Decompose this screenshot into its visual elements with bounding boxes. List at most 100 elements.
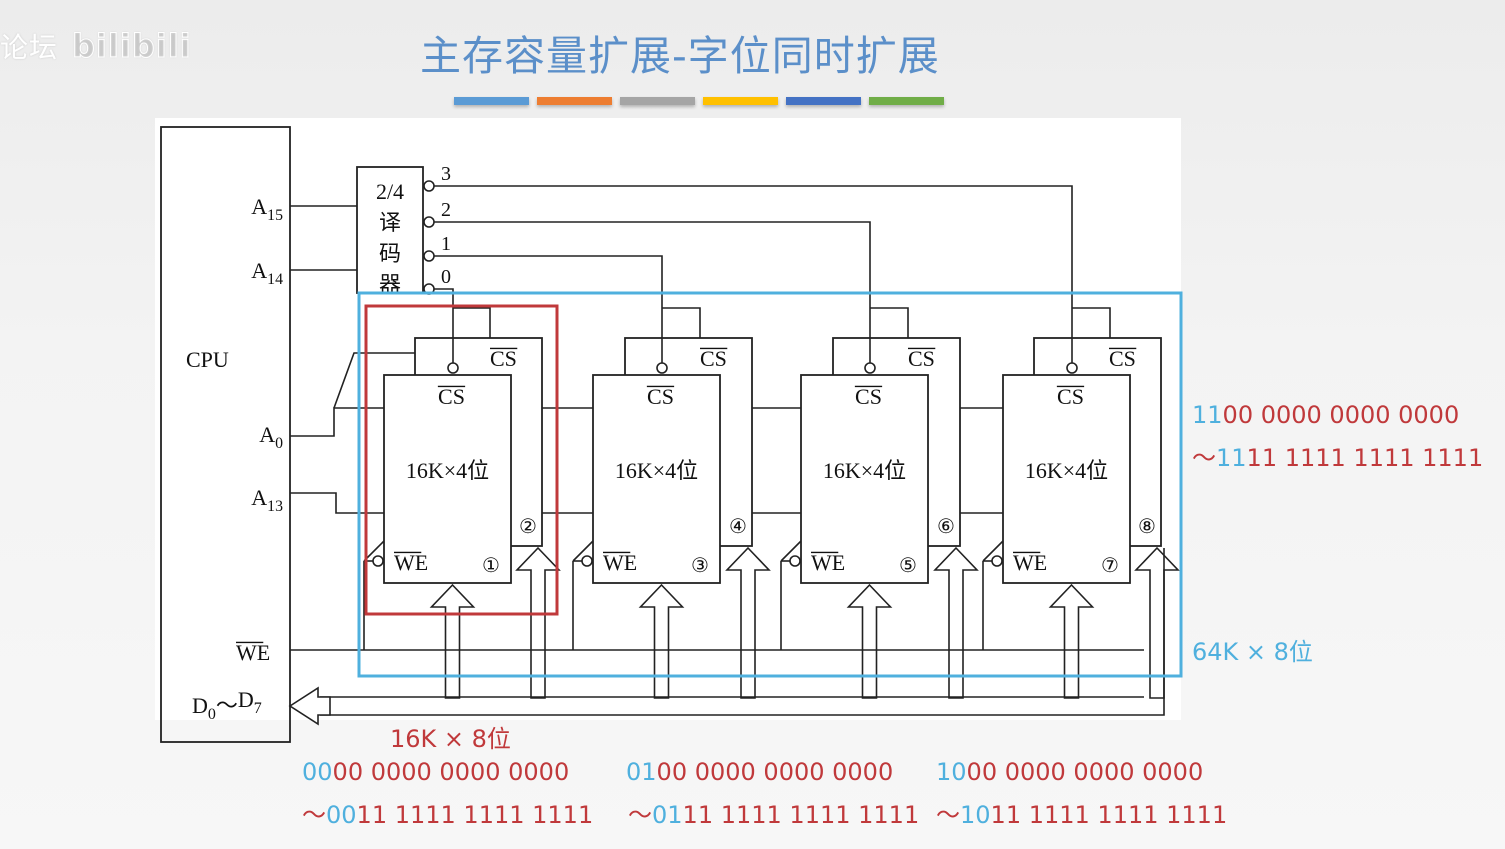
chip-number: ① bbox=[482, 555, 500, 577]
we-bubble-icon bbox=[581, 555, 593, 567]
decoder-output-label: 0 bbox=[441, 266, 451, 288]
decoder-output-label: 3 bbox=[441, 163, 451, 185]
pin-name: D bbox=[238, 687, 254, 712]
range-hi-bits: 11 bbox=[1216, 444, 1247, 472]
pin-subscript: 0 bbox=[208, 706, 216, 723]
range-lo-bits: 00 0000 0000 0000 bbox=[966, 758, 1204, 786]
highlight-box-64k bbox=[357, 291, 1183, 678]
range-lo-bits: 11 1111 1111 1111 bbox=[990, 801, 1228, 829]
decoder-box bbox=[356, 166, 424, 294]
chip-cs-label: CS bbox=[908, 346, 935, 371]
pin-a13: A13 bbox=[251, 485, 283, 515]
accent-bar bbox=[620, 97, 695, 105]
cpu-box bbox=[160, 126, 291, 743]
decoder-label: 译 bbox=[379, 210, 401, 235]
wire-we-back bbox=[572, 540, 594, 562]
data-bus-arrow-icon bbox=[429, 583, 476, 699]
wire-a0 bbox=[290, 407, 384, 437]
group-capacity-label: 16K × 8位 bbox=[390, 725, 511, 753]
range-lo-bits: 00 0000 0000 0000 bbox=[656, 758, 894, 786]
pin-subscript: 14 bbox=[267, 271, 283, 288]
page-title: 主存容量扩展-字位同时扩展 bbox=[420, 32, 940, 80]
range-3-start: 1100 0000 0000 0000 bbox=[1192, 401, 1459, 429]
chip-cs-label: CS bbox=[647, 384, 674, 409]
range-lo-bits: 11 1111 1111 1111 bbox=[1246, 444, 1484, 472]
wire-cs-back bbox=[870, 307, 909, 338]
chip-number: ⑦ bbox=[1101, 555, 1119, 577]
data-bus-to-cpu-arrow-icon bbox=[288, 686, 331, 726]
cs-bubble-icon bbox=[864, 362, 876, 374]
chip-capacity-label: 16K×4位 bbox=[615, 458, 698, 483]
chip-capacity-label: 16K×4位 bbox=[1025, 458, 1108, 483]
accent-bar bbox=[786, 97, 861, 105]
pin-a14: A14 bbox=[251, 258, 283, 288]
range-hi-bits: 01 bbox=[626, 758, 657, 786]
memory-chip-front bbox=[592, 374, 721, 584]
range-lo-bits: 00 0000 0000 0000 bbox=[332, 758, 570, 786]
wire-cs-2 bbox=[434, 221, 871, 363]
we-bubble-icon bbox=[372, 555, 384, 567]
data-bus-arrow-icon bbox=[1048, 583, 1095, 699]
pin-name: A bbox=[251, 258, 267, 283]
range-3-end: ～1111 1111 1111 1111 bbox=[1192, 438, 1483, 473]
we-bubble-icon bbox=[789, 555, 801, 567]
pin-subscript: 15 bbox=[267, 207, 283, 224]
chip-cs-label: CS bbox=[1109, 346, 1136, 371]
pin-name: D bbox=[192, 693, 208, 718]
accent-bars bbox=[454, 97, 944, 105]
accent-bar bbox=[869, 97, 944, 105]
chip-number: ⑤ bbox=[899, 555, 917, 577]
total-capacity-label: 64K × 8位 bbox=[1192, 638, 1313, 666]
pin-subscript: 0 bbox=[275, 435, 283, 452]
tilde: ～ bbox=[1192, 444, 1216, 472]
pin-we: WE bbox=[236, 640, 270, 665]
wire-cs-back bbox=[662, 307, 701, 338]
chip-capacity-label: 16K×4位 bbox=[823, 458, 906, 483]
wire-cs-back bbox=[453, 307, 491, 338]
range-lo-bits: 00 0000 0000 0000 bbox=[1222, 401, 1460, 429]
decoder-output-bubble-icon bbox=[423, 250, 435, 262]
chip-number: ③ bbox=[691, 555, 709, 577]
pin-name: A bbox=[251, 485, 267, 510]
we-bubble-icon bbox=[991, 555, 1003, 567]
accent-bar bbox=[454, 97, 529, 105]
accent-bar bbox=[537, 97, 612, 105]
wire-cs-1 bbox=[434, 255, 663, 363]
pin-a15: A15 bbox=[251, 194, 283, 224]
decoder-output-label: 2 bbox=[441, 199, 451, 221]
chip-cs-label: CS bbox=[855, 384, 882, 409]
range-2-end: ～1011 1111 1111 1111 bbox=[936, 795, 1227, 830]
memory-chip-front bbox=[383, 374, 512, 584]
chip-we-label: WE bbox=[394, 550, 428, 575]
pin-name: A bbox=[251, 194, 267, 219]
decoder-label: 器 bbox=[379, 272, 401, 297]
chip-we-label: WE bbox=[811, 550, 845, 575]
decoder-output-label: 1 bbox=[441, 233, 451, 255]
range-0-start: 0000 0000 0000 0000 bbox=[302, 758, 569, 786]
range-hi-bits: 01 bbox=[652, 801, 683, 829]
decoder-output-bubble-icon bbox=[423, 216, 435, 228]
wire-cs-back bbox=[1072, 307, 1111, 338]
chip-cs-label: CS bbox=[438, 384, 465, 409]
wire-cs-0 bbox=[434, 288, 454, 363]
wire-we-back bbox=[780, 540, 802, 562]
range-hi-bits: 10 bbox=[936, 758, 967, 786]
range-hi-bits: 00 bbox=[326, 801, 357, 829]
memory-chip-front bbox=[800, 374, 929, 584]
decoder-label: 2/4 bbox=[376, 179, 404, 204]
chip-we-label: WE bbox=[603, 550, 637, 575]
range-0-end: ～0011 1111 1111 1111 bbox=[302, 795, 593, 830]
decoder-output-bubble-icon bbox=[423, 180, 435, 192]
pin-name: ～ bbox=[216, 693, 238, 718]
chip-number: ⑥ bbox=[937, 516, 955, 538]
range-hi-bits: 10 bbox=[960, 801, 991, 829]
chip-capacity-label: 16K×4位 bbox=[406, 458, 489, 483]
wire-data-bus bbox=[320, 548, 1165, 716]
chip-cs-label: CS bbox=[490, 346, 517, 371]
wire-we-back bbox=[982, 540, 1004, 562]
tilde: ～ bbox=[936, 801, 960, 829]
wire-a0-back bbox=[333, 352, 415, 409]
decoder-label: 码 bbox=[379, 241, 401, 266]
